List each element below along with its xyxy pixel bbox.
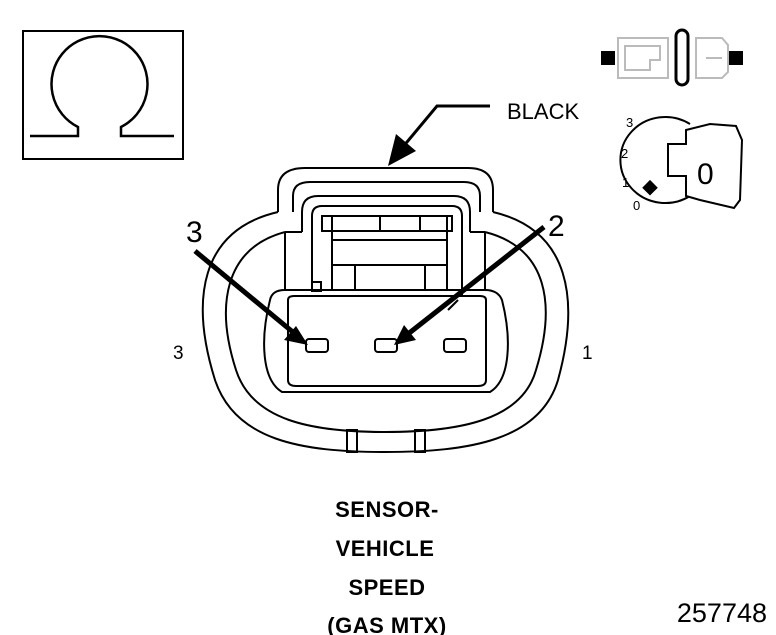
key-off-label: 0 (697, 158, 714, 191)
pin-arrow-right-label: 2 (548, 210, 565, 243)
disconnected-connector-icon (601, 28, 743, 87)
key-position-0: 0 (633, 198, 640, 213)
caption-line-4: (GAS MTX) (327, 613, 446, 635)
terminal-2 (374, 338, 398, 353)
pin-side-right-label: 1 (582, 343, 593, 364)
terminal-pins (305, 338, 467, 353)
terminal-1 (443, 338, 467, 353)
key-position-3: 3 (626, 115, 633, 130)
key-position-2: 2 (621, 146, 628, 161)
color-callout-label: BLACK (507, 99, 579, 124)
caption-line-2: VEHICLE (336, 536, 435, 561)
connector-body (201, 167, 570, 454)
figure-number: 257748 (677, 598, 767, 628)
pin-arrow-right (394, 225, 546, 345)
component-caption: SENSOR- VEHICLE SPEED (GAS MTX) (327, 497, 446, 635)
ignition-key-off-icon: 3 2 1 0 0 (619, 115, 744, 213)
key-position-1: 1 (622, 175, 629, 190)
pin-arrow-left-label: 3 (186, 216, 203, 249)
pin-side-left-label: 3 (173, 343, 184, 364)
color-callout: BLACK (388, 99, 579, 166)
caption-line-1: SENSOR- (335, 497, 439, 522)
caption-line-3: SPEED (348, 575, 425, 600)
terminal-3 (305, 338, 329, 353)
pin-arrow-left (193, 249, 308, 345)
ohm-symbol-icon (22, 30, 184, 160)
